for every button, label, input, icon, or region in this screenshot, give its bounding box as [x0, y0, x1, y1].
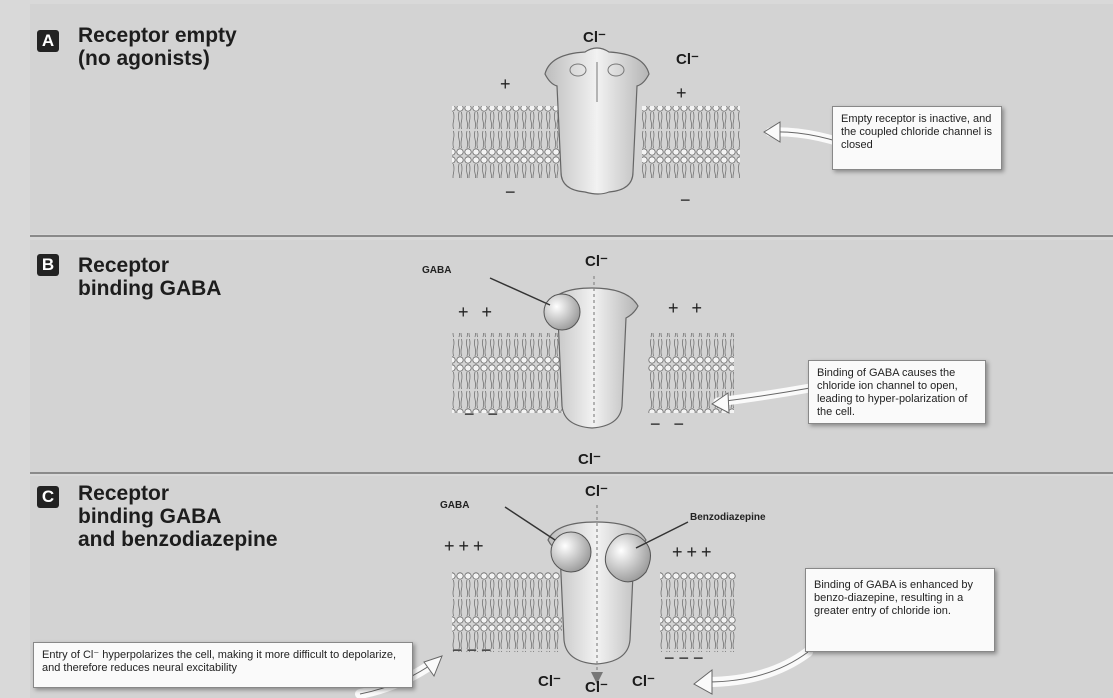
charge-intracellular-left-c: −−−: [452, 640, 496, 661]
panel-c-title-line3: and benzodiazepine: [78, 528, 278, 551]
panel-a-title-line2: (no agonists): [78, 47, 210, 70]
charge-intracellular-left-b: − −: [464, 404, 502, 425]
badge-b: B: [37, 254, 59, 276]
panel-b-title-line2: binding GABA: [78, 277, 221, 300]
panel-c-title-line2: binding GABA: [78, 505, 221, 528]
charge-extracellular-right-b: + +: [668, 298, 706, 319]
receptor-c: [548, 505, 651, 684]
charge-extracellular-left-b: + +: [458, 302, 496, 323]
gaba-label-b: GABA: [422, 265, 451, 276]
gaba-label-c: GABA: [440, 500, 469, 511]
gaba-pointer-c: [505, 507, 555, 540]
charge-extracellular-left-c: +++: [444, 536, 488, 557]
chloride-ion-top-c: Cl⁻: [585, 482, 608, 500]
charge-intracellular-left: −: [505, 182, 520, 203]
charge-intracellular-right: −: [680, 190, 695, 211]
benzodiazepine-label: Benzodiazepine: [690, 512, 766, 523]
chloride-ion-top-right: Cl⁻: [676, 50, 699, 68]
chloride-ion-bottom-c-2: Cl⁻: [585, 678, 608, 696]
charge-extracellular-right-c: +++: [672, 542, 716, 563]
charge-intracellular-right-c: −−−: [664, 648, 708, 669]
callout-c-right: Binding of GABA is enhanced by benzo-dia…: [805, 568, 995, 652]
callout-b: Binding of GABA causes the chloride ion …: [808, 360, 986, 424]
charge-extracellular-left: +: [500, 74, 515, 95]
charge-intracellular-right-b: − −: [650, 414, 688, 435]
gaba-pointer-b: [490, 278, 550, 305]
panel-a-title-line1: Receptor empty: [78, 24, 237, 47]
receptor-a: [545, 48, 649, 194]
charge-extracellular-right: +: [676, 83, 691, 104]
panel-c-title-line1: Receptor: [78, 482, 169, 505]
callout-c-left: Entry of Cl⁻ hyperpolarizes the cell, ma…: [33, 642, 413, 688]
chloride-ion-bottom-c-1: Cl⁻: [538, 672, 561, 690]
chloride-ion-top-left: Cl⁻: [583, 28, 606, 46]
panel-b-title-line1: Receptor: [78, 254, 169, 277]
callout-a: Empty receptor is inactive, and the coup…: [832, 106, 1002, 170]
chloride-ion-bottom-c-3: Cl⁻: [632, 672, 655, 690]
chloride-ion-bottom-b: Cl⁻: [578, 450, 601, 468]
chloride-ion-top-b: Cl⁻: [585, 252, 608, 270]
callout-arrow-c-right: [706, 652, 808, 682]
badge-c: C: [37, 486, 59, 508]
badge-a: A: [37, 30, 59, 52]
